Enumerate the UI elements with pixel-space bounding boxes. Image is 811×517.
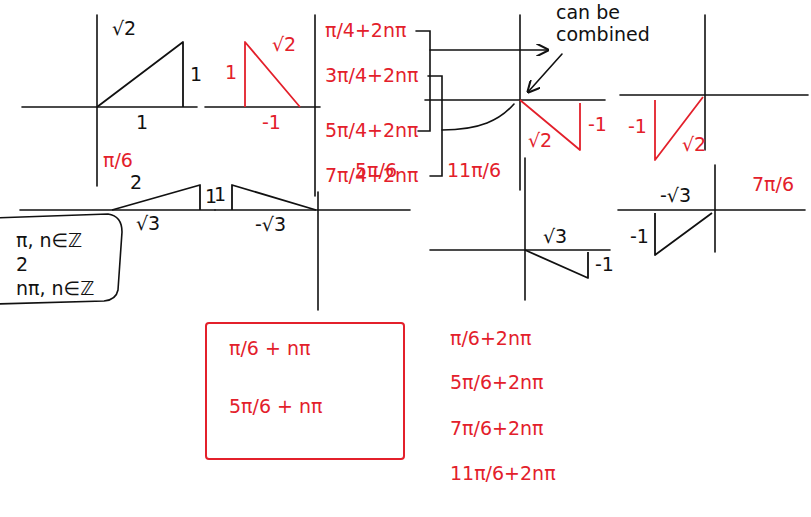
triangle <box>525 250 588 278</box>
node-text: π, n∈ℤ <box>16 230 99 252</box>
angle-note: 7π/6 <box>752 174 794 196</box>
x-axis <box>425 99 605 101</box>
angle-note: 7π/6+2nπ <box>450 418 544 440</box>
side-length: 1 <box>136 112 148 134</box>
side-length: -√3 <box>255 214 286 236</box>
x-axis <box>620 94 808 96</box>
triangle <box>232 185 316 210</box>
bracket <box>428 76 442 176</box>
angle-note: 5π/6+2nπ <box>450 372 544 394</box>
angle-note: -1 <box>262 112 281 134</box>
y-axis <box>714 165 716 252</box>
angle-note: 1 <box>225 62 237 84</box>
y-axis <box>704 15 706 150</box>
arrow <box>528 54 562 92</box>
angle-note: 3π/4+2nπ <box>325 65 419 87</box>
y-axis <box>314 15 316 196</box>
side-length: -√3 <box>660 185 691 207</box>
axes <box>20 15 808 310</box>
angle-note: -1 <box>588 114 607 136</box>
angle-note: 5π/6 <box>355 160 397 182</box>
result-box: π/6 + nπ 5π/6 + nπ <box>205 322 405 460</box>
y-axis <box>524 158 526 300</box>
node-text: 5π/6 + nπ <box>229 396 381 418</box>
angle-note: 5π/4+2nπ <box>325 120 419 142</box>
y-axis <box>317 192 319 310</box>
note-box: π, n∈ℤ2nπ, n∈ℤ <box>4 226 111 304</box>
angle-note: π/6+2nπ <box>450 328 531 350</box>
angle-note: √2 <box>528 130 552 152</box>
x-axis <box>430 249 610 251</box>
triangles <box>97 42 712 278</box>
y-axis <box>96 15 98 186</box>
node-text: π/6 + nπ <box>229 338 381 360</box>
node-text: 2 <box>16 254 99 276</box>
angle-note: 11π/6 <box>447 160 501 182</box>
x-axis <box>22 106 197 108</box>
arrow <box>430 49 548 51</box>
side-length: can be combined <box>556 2 666 46</box>
triangle <box>112 185 200 210</box>
side-length: 2 <box>130 172 142 194</box>
angle-note: 11π/6+2nπ <box>450 463 556 485</box>
x-axis <box>618 209 805 211</box>
x-axis <box>20 209 215 211</box>
side-length: -1 <box>595 254 614 276</box>
y-axis <box>519 15 521 190</box>
box-outline <box>0 214 122 304</box>
side-length: 1 <box>190 64 202 86</box>
brackets <box>416 31 562 176</box>
side-length: √3 <box>136 213 160 235</box>
angle-note: -1 <box>628 116 647 138</box>
side-length: √3 <box>543 226 567 248</box>
triangle <box>97 42 183 107</box>
side-length: √2 <box>112 18 136 40</box>
angle-note: √2 <box>272 34 296 56</box>
angle-note: π/6 <box>103 150 133 172</box>
side-length: -1 <box>630 226 649 248</box>
angle-note: π/4+2nπ <box>325 20 406 42</box>
x-axis <box>205 106 320 108</box>
side-length: 1 <box>214 184 226 206</box>
angle-note: √2 <box>682 134 706 156</box>
node-text: nπ, n∈ℤ <box>16 278 99 300</box>
triangle <box>655 213 712 255</box>
bracket-line <box>442 104 514 130</box>
